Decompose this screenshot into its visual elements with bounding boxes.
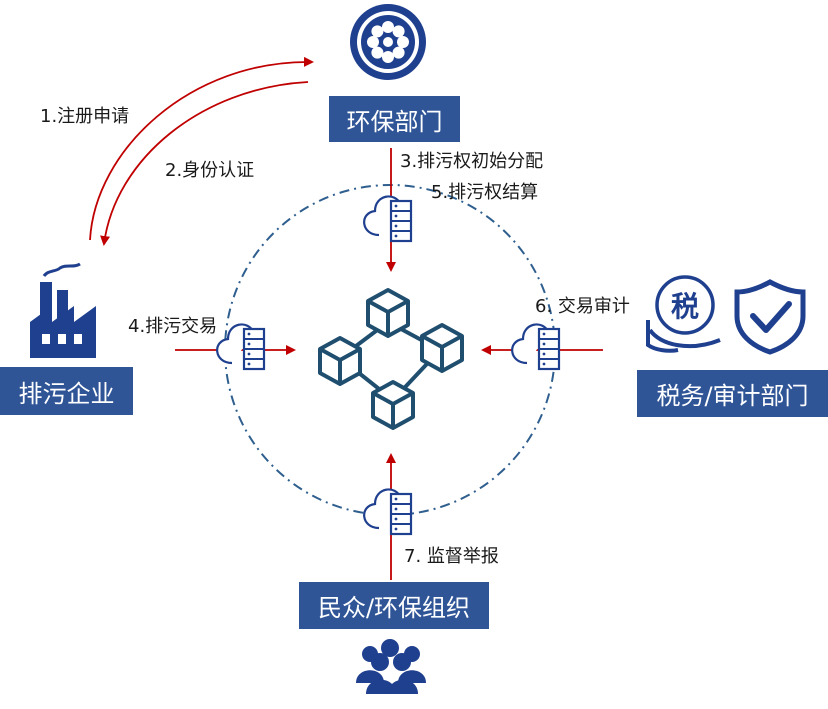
step-report-label: 7. 监督举报 <box>404 546 499 567</box>
enterprise-box: 排污企业 <box>0 367 133 415</box>
cloud-server-icon-top <box>363 195 413 243</box>
step-register-label: 1.注册申请 <box>40 106 130 127</box>
tax-glyph: 税 <box>671 290 699 323</box>
step-audit-label: 6. 交易审计 <box>535 296 630 317</box>
blockchain-icon <box>318 288 464 430</box>
tax-audit-box: 税务/审计部门 <box>637 370 828 417</box>
shield-check-icon <box>734 279 806 355</box>
factory-icon <box>30 262 96 358</box>
step-auth-label: 2.身份认证 <box>165 160 255 181</box>
arrow-auth <box>100 81 309 246</box>
public-org-box: 民众/环保组织 <box>299 582 489 629</box>
crowd-icon <box>356 639 426 694</box>
step-allocation-label: 3.排污权初始分配 <box>400 151 544 172</box>
step-trade-label: 4.排污交易 <box>128 316 218 337</box>
cloud-server-icon-left <box>216 323 266 371</box>
emblem-icon <box>350 4 426 80</box>
cloud-server-icon-bottom <box>363 488 413 536</box>
arrow-register <box>89 56 314 241</box>
step-settlement-label: 5.排污权结算 <box>431 182 539 203</box>
env-dept-box: 环保部门 <box>329 96 460 142</box>
cloud-server-icon-right <box>511 323 561 371</box>
tax-hand-icon: 税 <box>646 275 721 353</box>
